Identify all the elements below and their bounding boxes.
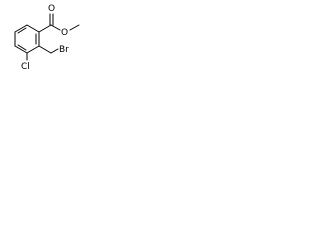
ester-oxygen-label: O	[61, 28, 68, 38]
ring-bond-6	[14, 24, 28, 33]
ring-double-bond-2	[17, 44, 27, 51]
chlorine-label: Cl	[21, 62, 30, 72]
ring-to-carbonyl-bond	[38, 24, 52, 33]
methylene-to-bromine-bond	[50, 48, 59, 54]
chemical-structure: O O Br Cl	[14, 4, 80, 72]
ester-oxygen-to-methyl-bond	[69, 24, 80, 31]
bromomethyl-group: Br	[38, 45, 69, 55]
ring-bond-3	[26, 45, 40, 54]
ring-double-bond-3	[17, 27, 27, 34]
ring-bond-1	[26, 24, 40, 33]
ring-to-methylene-bond	[38, 45, 52, 54]
methyl-ester-group: O O	[38, 4, 80, 38]
carbonyl-to-ester-oxygen-bond	[50, 24, 61, 31]
chloro-group: Cl	[21, 52, 30, 72]
ring-bond-4	[14, 45, 28, 54]
benzene-ring	[14, 24, 40, 54]
bromine-label: Br	[59, 45, 69, 55]
carbonyl-oxygen-label: O	[48, 4, 55, 14]
